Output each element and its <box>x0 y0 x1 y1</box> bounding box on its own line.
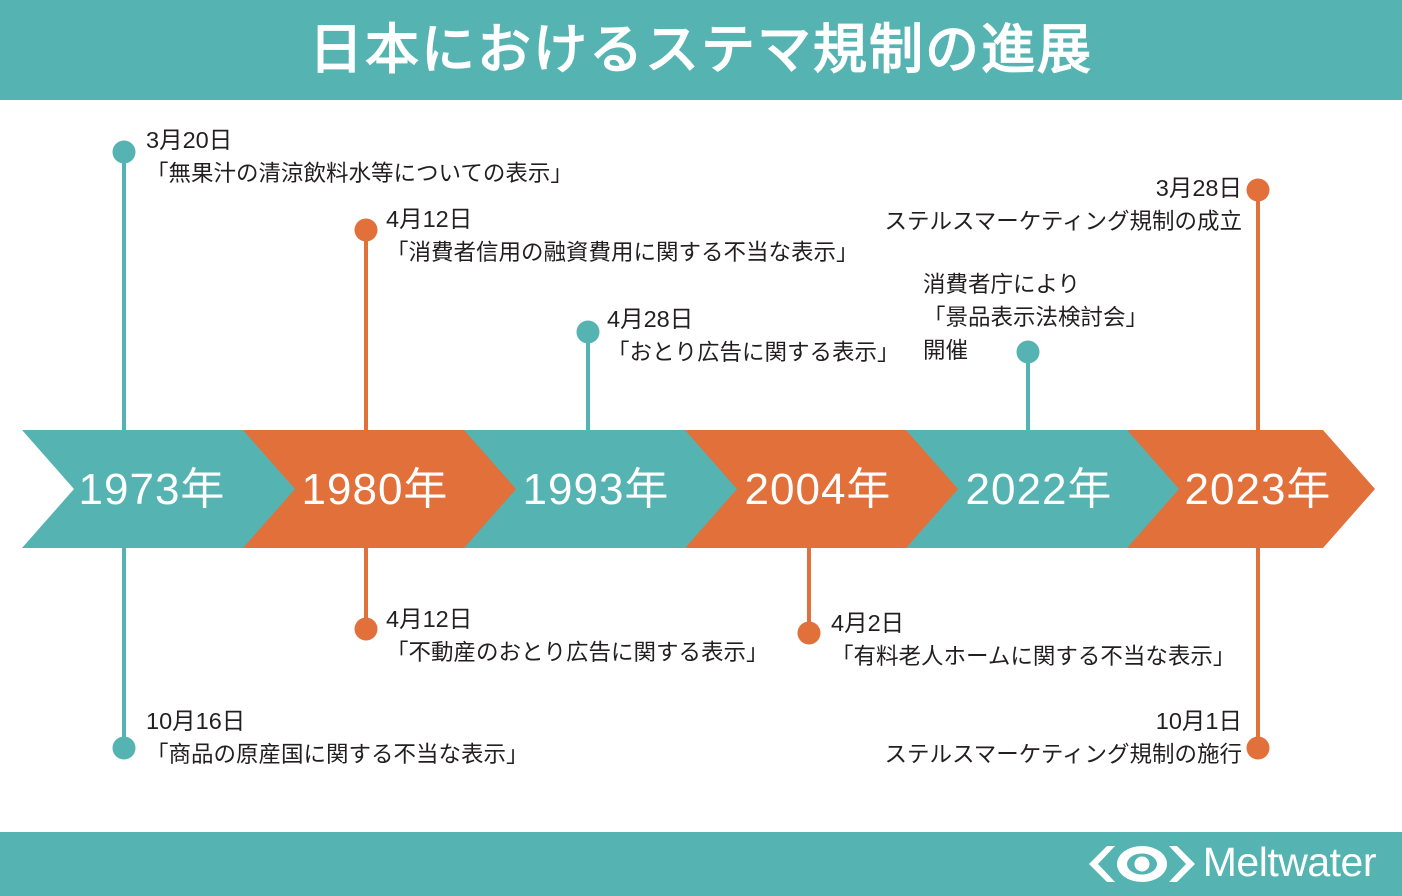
page-title: 日本におけるステマ規制の進展 <box>309 20 1093 80</box>
annotation-2004-below: 4月2日 「有料老人ホームに関する不当な表示」 <box>831 607 1235 673</box>
chevron-2022[interactable] <box>906 430 1184 548</box>
footer-band <box>0 832 1402 896</box>
chevron-year-labels: 1973年 1980年 1993年 2004年 2022年 2023年 <box>79 465 1332 514</box>
year-label-2023: 2023年 <box>1185 465 1332 514</box>
annotation-1993-above: 4月28日 「おとり広告に関する表示」 <box>607 303 900 369</box>
chevron-2004[interactable] <box>685 430 963 548</box>
year-label-1980: 1980年 <box>302 465 449 514</box>
year-label-2022: 2022年 <box>966 465 1113 514</box>
milestone-dots <box>112 140 1270 760</box>
annotation-2004-below-date: 4月2日 <box>831 610 905 636</box>
dot-2023-up[interactable] <box>1246 178 1270 202</box>
annotation-1993-above-date: 4月28日 <box>607 306 694 332</box>
meltwater-eye-logo-icon <box>1088 846 1195 882</box>
annotation-2023-below: 10月1日 ステルスマーケティング規制の施行 <box>884 705 1242 771</box>
meltwater-logo: Meltwater <box>1087 832 1377 896</box>
dot-1973-down[interactable] <box>112 736 136 760</box>
annotation-1980-below-date: 4月12日 <box>386 606 473 632</box>
annotation-1973-above: 3月20日 「無果汁の清涼飲料水等についての表示」 <box>146 124 573 190</box>
annotation-1980-above-date: 4月12日 <box>386 206 473 232</box>
meltwater-wordmark: Meltwater <box>1202 839 1377 885</box>
annotation-1973-below-desc: 「商品の原産国に関する不当な表示」 <box>146 742 529 767</box>
annotation-2022-above: 消費者庁により 「景品表示法検討会」 開催 <box>923 268 1148 367</box>
annotation-2004-below-desc: 「有料老人ホームに関する不当な表示」 <box>831 644 1236 669</box>
annotation-1973-above-date: 3月20日 <box>146 127 233 153</box>
year-label-2004: 2004年 <box>745 465 892 514</box>
annotation-1973-below-date: 10月16日 <box>146 708 246 734</box>
dot-1993-up[interactable] <box>576 320 600 344</box>
dot-1973-up[interactable] <box>112 140 136 164</box>
annotation-1993-above-desc: 「おとり広告に関する表示」 <box>607 340 900 365</box>
annotation-2022-line3: 開催 <box>923 338 969 363</box>
year-label-1973: 1973年 <box>79 465 226 514</box>
chevron-1993[interactable] <box>464 430 742 548</box>
annotation-2023-below-date: 10月1日 <box>1155 708 1242 734</box>
dot-2022-up[interactable] <box>1016 340 1040 364</box>
header-band <box>0 0 1402 100</box>
year-label-1993: 1993年 <box>523 465 670 514</box>
dot-1980-up[interactable] <box>354 218 378 242</box>
annotation-1980-below: 4月12日 「不動産のおとり広告に関する表示」 <box>386 603 769 669</box>
annotation-1980-above-desc: 「消費者信用の融資費用に関する不当な表示」 <box>386 240 859 265</box>
annotation-1980-above: 4月12日 「消費者信用の融資費用に関する不当な表示」 <box>386 203 859 269</box>
dot-2004-down[interactable] <box>797 621 821 645</box>
dot-1980-down[interactable] <box>354 617 378 641</box>
chevron-1973[interactable] <box>22 430 300 548</box>
annotation-2022-line1: 消費者庁により <box>923 272 1081 297</box>
chevron-1980[interactable] <box>243 430 521 548</box>
annotation-2023-above-desc: ステルスマーケティング規制の成立 <box>884 209 1242 234</box>
annotation-1973-above-desc: 「無果汁の清涼飲料水等についての表示」 <box>146 161 573 186</box>
annotation-2023-above-date: 3月28日 <box>1155 175 1242 201</box>
annotation-2022-line2: 「景品表示法検討会」 <box>923 305 1149 330</box>
chevron-row <box>22 430 1375 548</box>
annotation-2023-above: 3月28日 ステルスマーケティング規制の成立 <box>884 172 1242 238</box>
chevron-2023[interactable] <box>1127 430 1375 548</box>
annotation-1980-below-desc: 「不動産のおとり広告に関する表示」 <box>386 640 769 665</box>
annotation-1973-below: 10月16日 「商品の原産国に関する不当な表示」 <box>146 705 529 771</box>
dot-2023-down[interactable] <box>1246 736 1270 760</box>
annotation-2023-below-desc: ステルスマーケティング規制の施行 <box>884 742 1242 767</box>
